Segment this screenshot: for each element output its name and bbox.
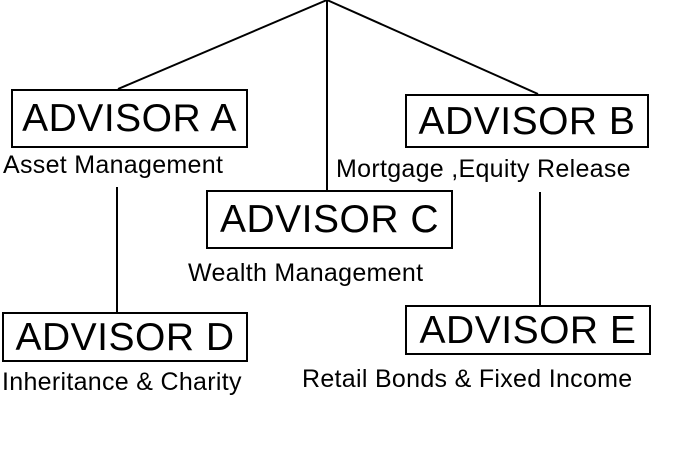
advisor-a-box: ADVISOR A — [11, 89, 248, 148]
advisor-b-box: ADVISOR B — [405, 94, 649, 148]
advisor-d-specialty: Inheritance & Charity — [2, 368, 242, 396]
advisor-e-title: ADVISOR E — [419, 308, 637, 352]
connector-root-to-a — [117, 0, 328, 90]
connector-root-to-b — [326, 0, 539, 95]
advisor-d-box: ADVISOR D — [2, 312, 248, 362]
advisor-c-title: ADVISOR C — [219, 198, 440, 241]
advisor-e-specialty: Retail Bonds & Fixed Income — [302, 365, 633, 393]
advisor-e-box: ADVISOR E — [405, 305, 651, 355]
advisor-b-title: ADVISOR B — [418, 99, 636, 143]
advisor-a-title: ADVISOR A — [22, 97, 237, 140]
advisor-c-specialty: Wealth Management — [188, 259, 424, 287]
advisor-d-title: ADVISOR D — [15, 315, 235, 359]
advisor-b-specialty: Mortgage ,Equity Release — [336, 155, 631, 183]
advisor-a-specialty: Asset Management — [3, 151, 224, 179]
advisor-c-box: ADVISOR C — [206, 190, 453, 249]
